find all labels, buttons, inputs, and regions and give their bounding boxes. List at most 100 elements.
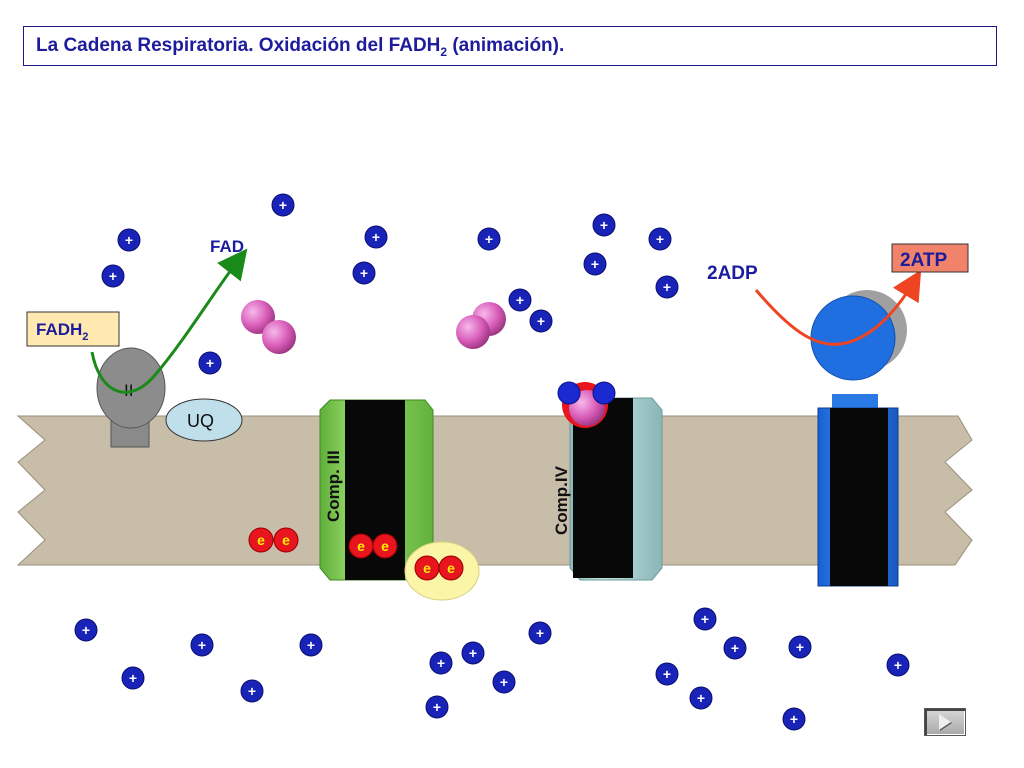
electron-icon: e [348,533,374,559]
fadh2-box: FADH2 [26,311,120,347]
uq-label: UQ [187,411,214,431]
fadh2-subscript: 2 [82,331,88,343]
fadh2-label: FADH [36,320,82,339]
svg-text:+: + [500,674,508,690]
svg-text:e: e [447,560,455,576]
inner-membrane [16,415,973,566]
electron-icon: e [248,527,274,553]
proton-icon: + [655,662,679,686]
proton-icon: + [190,633,214,657]
svg-text:+: + [248,683,256,699]
svg-text:+: + [437,655,445,671]
proton-icon: + [492,670,516,694]
protons: + + + + + + + + + + + + + + + + + + + + + + + + + + + + + + [74,193,910,731]
comp-iv-label: Comp.IV [552,465,571,535]
proton-icon: + [648,227,672,251]
complex-ii-label: II [124,381,133,400]
svg-text:e: e [423,560,431,576]
proton-icon: + [352,261,376,285]
proton-icon: + [788,635,812,659]
svg-text:+: + [591,256,599,272]
complex-iv: Comp.IV [552,397,663,581]
electron-icon: e [438,555,464,581]
proton-icon: + [74,618,98,642]
proton-icon: + [723,636,747,660]
svg-text:+: + [469,645,477,661]
proton-icon: + [121,666,145,690]
oxygen-molecule [241,300,296,354]
svg-text:+: + [663,279,671,295]
proton-icon: + [583,252,607,276]
svg-text:+: + [360,265,368,281]
svg-text:e: e [381,538,389,554]
proton-icon: + [364,225,388,249]
atp-synthase [810,290,907,587]
svg-text:+: + [697,690,705,706]
fadh2-to-fad-arrow [90,248,248,394]
svg-text:+: + [701,611,709,627]
play-forward-icon [939,714,951,730]
electron-icon: e [372,533,398,559]
svg-text:+: + [656,231,664,247]
svg-text:+: + [125,232,133,248]
adp-label: 2ADP [707,263,758,284]
svg-text:+: + [663,666,671,682]
proton-icon: + [528,621,552,645]
svg-text:+: + [307,637,315,653]
svg-text:+: + [372,229,380,245]
svg-text:+: + [537,313,545,329]
svg-text:+: + [731,640,739,656]
proton-icon: + [689,686,713,710]
comp-iii-label: Comp. III [324,450,343,522]
proton-icon: + [271,193,295,217]
title-text: La Cadena Respiratoria. Oxidación del FA… [36,35,441,56]
complex-ii: II [96,347,166,448]
proton-icon: + [461,641,485,665]
svg-text:+: + [82,622,90,638]
fad-label: FAD [210,237,244,256]
svg-text:+: + [279,197,287,213]
proton-icon: + [299,633,323,657]
proton-icon: + [117,228,141,252]
proton-icon: + [198,351,222,375]
proton-icon: + [508,288,532,312]
proton-icon: + [477,227,501,251]
svg-text:+: + [109,268,117,284]
svg-text:+: + [485,231,493,247]
proton-icon: + [693,607,717,631]
proton-icon: + [240,679,264,703]
svg-text:+: + [600,217,608,233]
proton-icon: + [101,264,125,288]
title-text-end: (animación). [447,35,565,56]
svg-text:+: + [536,625,544,641]
svg-text:e: e [357,538,365,554]
page-title: La Cadena Respiratoria. Oxidación del FA… [36,35,564,59]
svg-text:+: + [516,292,524,308]
svg-text:+: + [894,657,902,673]
title-box: La Cadena Respiratoria. Oxidación del FA… [23,26,997,66]
atp-box: 2ATP [891,243,969,273]
svg-text:+: + [206,355,214,371]
ubiquinone: UQ [165,398,243,442]
proton-icon: + [782,707,806,731]
proton-icon: + [529,309,553,333]
svg-text:+: + [198,637,206,653]
proton-icon: + [425,695,449,719]
atp-label: 2ATP [900,250,947,271]
oxygen-molecule [456,302,506,349]
svg-text:FADH2: FADH2 [36,320,88,343]
proton-icon: + [655,275,679,299]
proton-icon: + [592,213,616,237]
svg-text:e: e [282,532,290,548]
svg-text:+: + [796,639,804,655]
electron-icon: e [273,527,299,553]
svg-text:e: e [257,532,265,548]
svg-text:+: + [433,699,441,715]
next-slide-button[interactable] [924,708,966,736]
proton-icon: + [429,651,453,675]
oxygen-binding-site [557,381,616,428]
svg-text:+: + [790,711,798,727]
title-subscript: 2 [440,44,448,59]
